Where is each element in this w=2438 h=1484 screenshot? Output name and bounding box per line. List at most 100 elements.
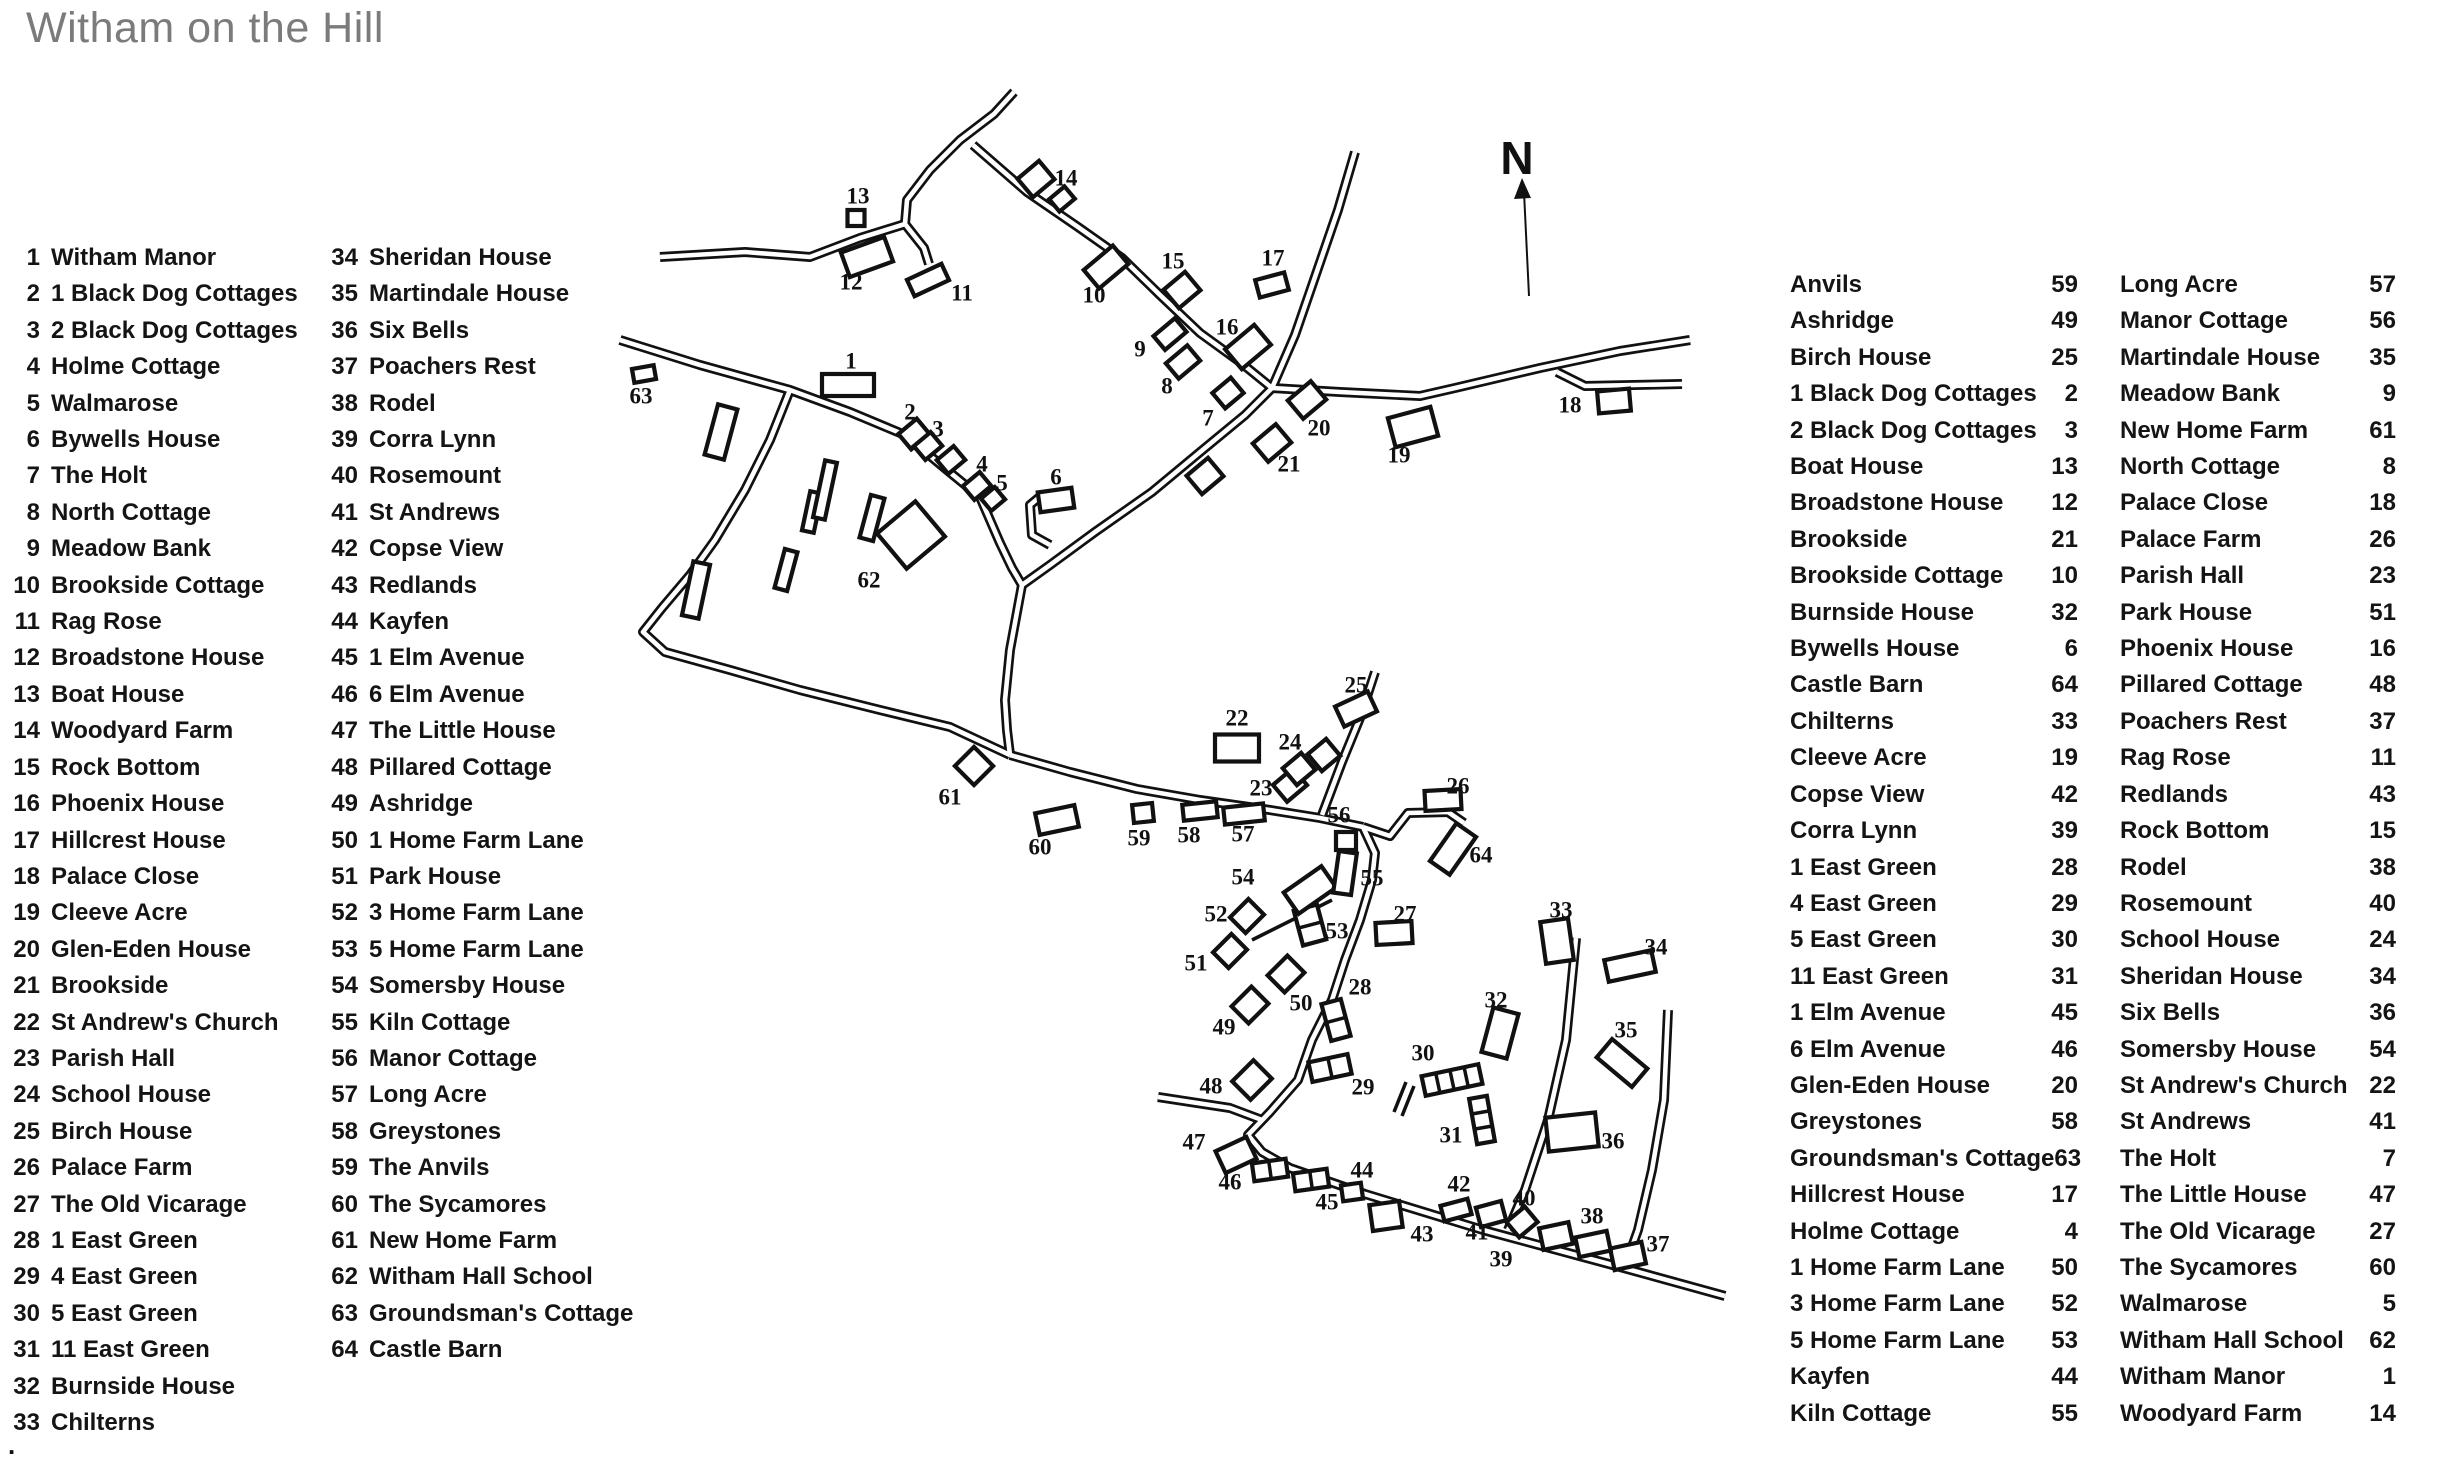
building-36 (1543, 1110, 1601, 1154)
building-group (1209, 374, 1247, 412)
building-group (1338, 1180, 1366, 1204)
list-item-number: 30 (13, 1299, 40, 1327)
list-item-number: 1 (2382, 1363, 2396, 1391)
list-item-number: 44 (331, 608, 358, 636)
building-label-7: 7 (1202, 406, 1214, 431)
building-group (1572, 1228, 1614, 1260)
building-44 (1338, 1180, 1366, 1204)
building-group (910, 429, 946, 463)
list-item-number: 60 (2369, 1253, 2396, 1281)
building (933, 443, 969, 477)
list-item-name: 11 East Green (51, 1336, 210, 1364)
building-label-23: 23 (1250, 776, 1273, 801)
list-item-number: 44 (2051, 1363, 2078, 1391)
building-48 (1229, 1057, 1275, 1103)
building-division (1297, 920, 1323, 930)
list-item-number: 28 (2051, 853, 2078, 881)
list-item-name: Phoenix House (51, 790, 225, 818)
building-41 (1473, 1198, 1509, 1230)
list-item-name: Glen-Eden House (51, 935, 252, 963)
building-label-30: 30 (1412, 1041, 1435, 1066)
list-item-number: 50 (2051, 1253, 2078, 1281)
list-item-number: 24 (13, 1081, 40, 1109)
list-item-number: 16 (13, 790, 40, 818)
list-item-number: 30 (2051, 926, 2078, 954)
building-label-36: 36 (1602, 1129, 1625, 1154)
building-label-12: 12 (840, 270, 863, 295)
list-item-name: Chilterns (51, 1409, 156, 1436)
list-item-number: 40 (2369, 889, 2396, 917)
list-item-name: 1 Black Dog Cottages (1790, 380, 2037, 408)
list-item-name: Sheridan House (2120, 962, 2303, 990)
building-label-1: 1 (845, 349, 857, 374)
list-item-name: Broadstone House (51, 644, 265, 672)
building (679, 558, 713, 622)
list-item-number: 7 (26, 462, 40, 490)
list-item-name: Six Bells (369, 316, 470, 344)
list-item-name: Park House (369, 862, 502, 890)
list-item-number: 19 (2051, 744, 2078, 772)
list-item-name: St Andrews (369, 498, 501, 526)
building-39 (1536, 1219, 1576, 1253)
building-division (1308, 1170, 1314, 1190)
building-label-56: 56 (1328, 803, 1351, 828)
building-division (1326, 1057, 1334, 1079)
list-item-name: Brookside (1790, 525, 1908, 553)
building-40 (1503, 1203, 1541, 1241)
building (810, 457, 840, 523)
list-item-number: 54 (331, 972, 358, 1000)
building-64 (1427, 820, 1479, 878)
building-group (1150, 315, 1190, 353)
list-item-number: 23 (2369, 562, 2396, 590)
building-group (1229, 1057, 1275, 1103)
building-label-54: 54 (1232, 865, 1256, 890)
list-item-number: 22 (2369, 1071, 2396, 1099)
list-item-number: 37 (2369, 707, 2396, 735)
building-label-47: 47 (1183, 1130, 1206, 1155)
building-group (1318, 996, 1354, 1044)
list-item-name: Somersby House (369, 972, 566, 1000)
list-item-name: The Old Vicarage (51, 1190, 247, 1218)
building-label-31: 31 (1440, 1123, 1463, 1148)
list-item-number: 32 (2051, 598, 2078, 626)
building-group (1593, 1036, 1651, 1090)
building-63 (629, 362, 659, 386)
list-item-name: The Holt (2120, 1144, 2216, 1172)
list-item-number: 35 (2369, 343, 2396, 371)
list-item-number: 64 (2051, 671, 2078, 699)
building-label-28: 28 (1349, 975, 1372, 1000)
building-label-2: 2 (904, 400, 916, 425)
building-label-33: 33 (1550, 898, 1573, 923)
list-item-name: Holme Cottage (1790, 1217, 1960, 1245)
list-item-number: 23 (13, 1044, 40, 1072)
building-47 (1212, 1134, 1260, 1176)
list-item-number: 58 (2051, 1108, 2078, 1136)
building-4 (959, 469, 995, 503)
building-division (1434, 1072, 1442, 1094)
list-item-name: Ashridge (369, 790, 474, 818)
list-item-number: 59 (331, 1154, 358, 1182)
list-item-number: 31 (2051, 962, 2078, 990)
building-label-5: 5 (996, 471, 1008, 496)
